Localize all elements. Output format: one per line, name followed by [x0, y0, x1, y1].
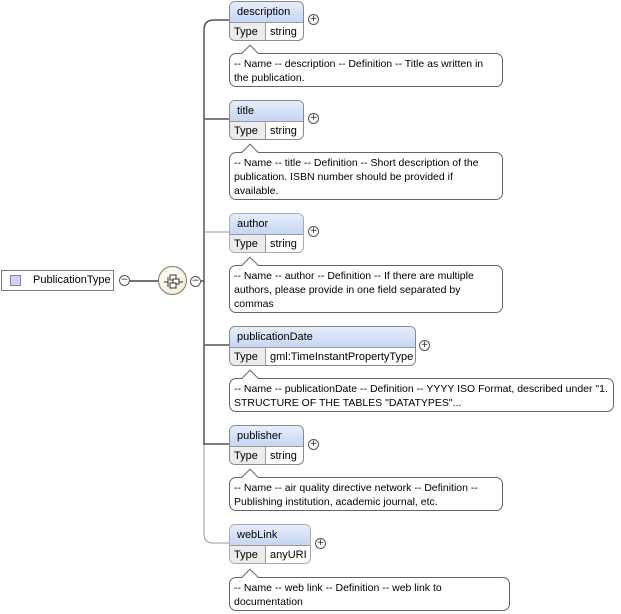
- annotation-author: -- Name -- author -- Definition -- If th…: [229, 256, 503, 313]
- element-box-publicationDate[interactable]: publicationDate Type gml:TimeInstantProp…: [229, 326, 416, 366]
- element-box-webLink[interactable]: webLink Type anyURI: [229, 524, 311, 564]
- type-label: Type: [230, 447, 266, 464]
- element-box-author[interactable]: author Type string: [229, 213, 304, 253]
- annotation-text: -- Name -- web link -- Definition -- web…: [234, 582, 442, 608]
- type-label: Type: [230, 348, 266, 365]
- expand-icon[interactable]: +: [308, 113, 319, 124]
- annotation-text: -- Name -- publicationDate -- Definition…: [234, 383, 608, 409]
- expand-icon[interactable]: +: [308, 14, 319, 25]
- type-value: string: [270, 125, 297, 137]
- type-label: Type: [230, 23, 266, 40]
- type-value: string: [270, 238, 297, 250]
- type-label: Type: [230, 235, 266, 252]
- expand-icon[interactable]: +: [308, 439, 319, 450]
- expand-icon[interactable]: +: [315, 538, 326, 549]
- sequence-collapse-icon[interactable]: −: [190, 276, 201, 287]
- annotation-text: -- Name -- air quality directive network…: [234, 482, 478, 508]
- annotation-publisher: -- Name -- air quality directive network…: [229, 468, 503, 511]
- element-name: author: [230, 214, 303, 235]
- root-collapse-icon[interactable]: −: [119, 275, 130, 286]
- annotation-text: -- Name -- description -- Definition -- …: [234, 58, 484, 84]
- element-name: title: [230, 101, 303, 122]
- element-name: webLink: [230, 525, 310, 546]
- annotation-description: -- Name -- description -- Definition -- …: [229, 44, 503, 87]
- type-value: string: [270, 26, 297, 38]
- element-box-title[interactable]: title Type string: [229, 100, 304, 140]
- root-type-box[interactable]: PublicationType: [1, 270, 114, 291]
- type-label: Type: [230, 546, 266, 563]
- element-box-description[interactable]: description Type string: [229, 1, 304, 41]
- annotation-publicationDate: -- Name -- publicationDate -- Definition…: [229, 369, 614, 412]
- sequence-icon[interactable]: [158, 266, 187, 295]
- type-label: Type: [230, 122, 266, 139]
- annotation-webLink: -- Name -- web link -- Definition -- web…: [229, 568, 510, 611]
- root-type-name: PublicationType: [33, 274, 111, 286]
- annotation-title: -- Name -- title -- Definition -- Short …: [229, 143, 503, 200]
- type-value: string: [270, 450, 297, 462]
- type-value: anyURI: [270, 549, 307, 561]
- element-name: publicationDate: [230, 327, 415, 348]
- expand-icon[interactable]: +: [419, 340, 430, 351]
- element-box-publisher[interactable]: publisher Type string: [229, 425, 304, 465]
- element-name: description: [230, 2, 303, 23]
- type-value: gml:TimeInstantPropertyType: [270, 351, 414, 363]
- expand-icon[interactable]: +: [308, 226, 319, 237]
- sequence-symbol-icon: [164, 274, 183, 289]
- element-name: publisher: [230, 426, 303, 447]
- annotation-text: -- Name -- title -- Definition -- Short …: [234, 157, 479, 197]
- complex-type-icon: [10, 275, 21, 286]
- annotation-text: -- Name -- author -- Definition -- If th…: [234, 270, 474, 310]
